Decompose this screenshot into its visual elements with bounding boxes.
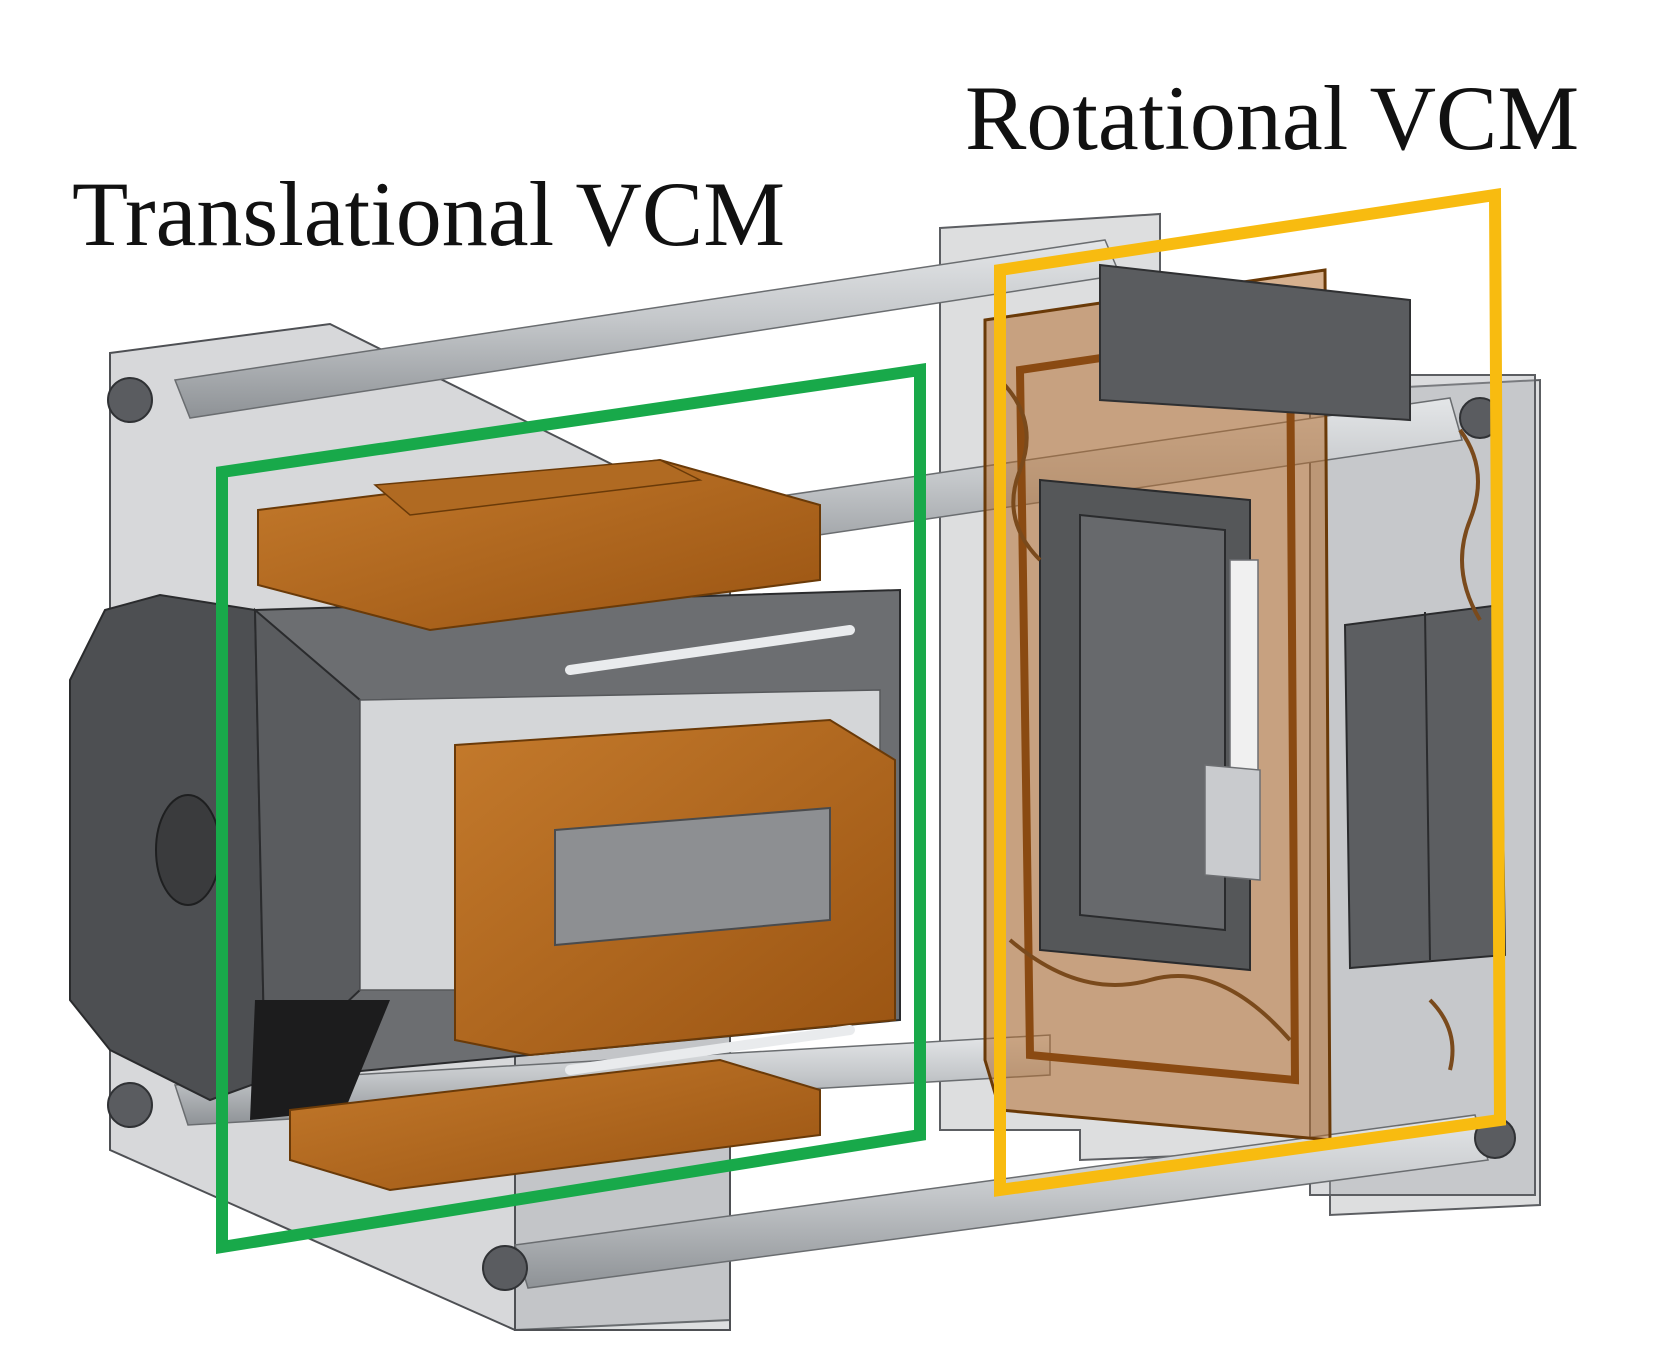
translational-vcm-label: Translational VCM xyxy=(72,163,786,265)
rotational-vcm-label: Rotational VCM xyxy=(965,67,1580,169)
bolt-head-icon xyxy=(107,377,153,423)
upper-magnet xyxy=(1099,263,1411,422)
bolt-head-icon xyxy=(107,1082,153,1128)
coil-window xyxy=(554,806,831,947)
rotational-vcm-frame xyxy=(994,188,1507,1197)
translational-coil-assembly xyxy=(257,458,896,1192)
shaft-bore-icon xyxy=(155,794,221,906)
bolt-head-icon xyxy=(482,1245,528,1291)
translational-vcm-frame xyxy=(216,363,926,1255)
lower-coil xyxy=(289,1058,821,1192)
rotational-coil-assembly xyxy=(983,263,1507,1142)
